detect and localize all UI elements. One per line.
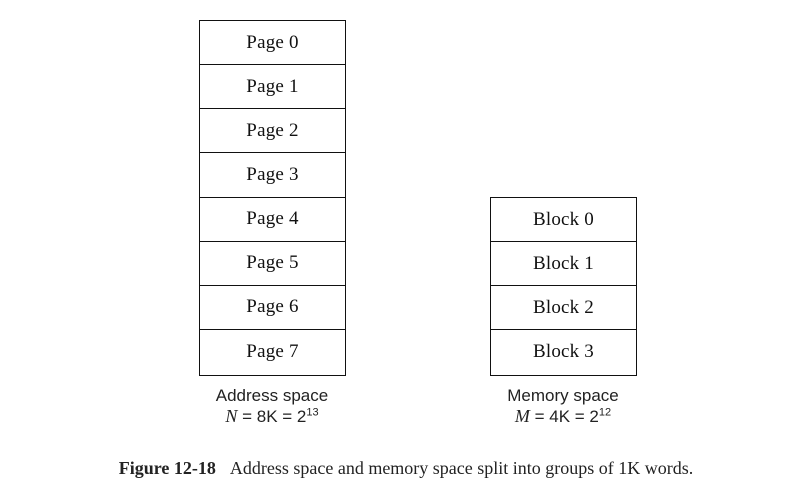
figure-caption-text: Address space and memory space split int… bbox=[229, 458, 694, 478]
memory-space-formula-var: M bbox=[514, 406, 530, 426]
page-cell: Page 6 bbox=[200, 286, 345, 330]
block-cell: Block 3 bbox=[532, 341, 595, 362]
address-space-formula-var: N bbox=[225, 406, 238, 426]
memory-space-formula-text: = 4K = 2 bbox=[529, 407, 599, 426]
page-cell: Page 3 bbox=[200, 153, 345, 198]
figure-label: Figure 12-18 bbox=[118, 458, 216, 478]
block-cell: Block 2 bbox=[491, 286, 636, 330]
page-cell: Page 2 bbox=[200, 109, 345, 154]
memory-space-stack: Block 0 Block 1 Block 2 Block 3 bbox=[490, 197, 637, 376]
figure-caption: Figure 12-18 Address space and memory spa… bbox=[0, 458, 812, 479]
memory-space-label: Memory space bbox=[507, 386, 619, 405]
address-space-caption: Address space N = 8K = 213 bbox=[172, 386, 372, 427]
address-space-formula-text: = 8K = 2 bbox=[237, 407, 307, 426]
address-space-stack: Page 0 Page 1 Page 2 Page 3 Page 4 Page … bbox=[199, 20, 346, 376]
block-cell: Block 1 bbox=[491, 242, 636, 286]
address-space-formula: N = 8K = 213 bbox=[172, 406, 372, 427]
page-cell: Page 4 bbox=[200, 198, 345, 242]
page-cell: Page 1 bbox=[200, 65, 345, 110]
address-space-formula-exponent: 13 bbox=[306, 406, 319, 419]
page-cell: Page 5 bbox=[200, 242, 345, 286]
block-cell: Block 0 bbox=[491, 198, 636, 242]
memory-space-formula: M = 4K = 212 bbox=[463, 406, 663, 427]
memory-space-caption: Memory space M = 4K = 212 bbox=[463, 386, 663, 427]
address-space-label: Address space bbox=[215, 386, 329, 405]
memory-space-formula-exponent: 12 bbox=[598, 406, 612, 419]
page-cell: Page 7 bbox=[246, 340, 299, 362]
page-cell: Page 0 bbox=[200, 21, 345, 66]
